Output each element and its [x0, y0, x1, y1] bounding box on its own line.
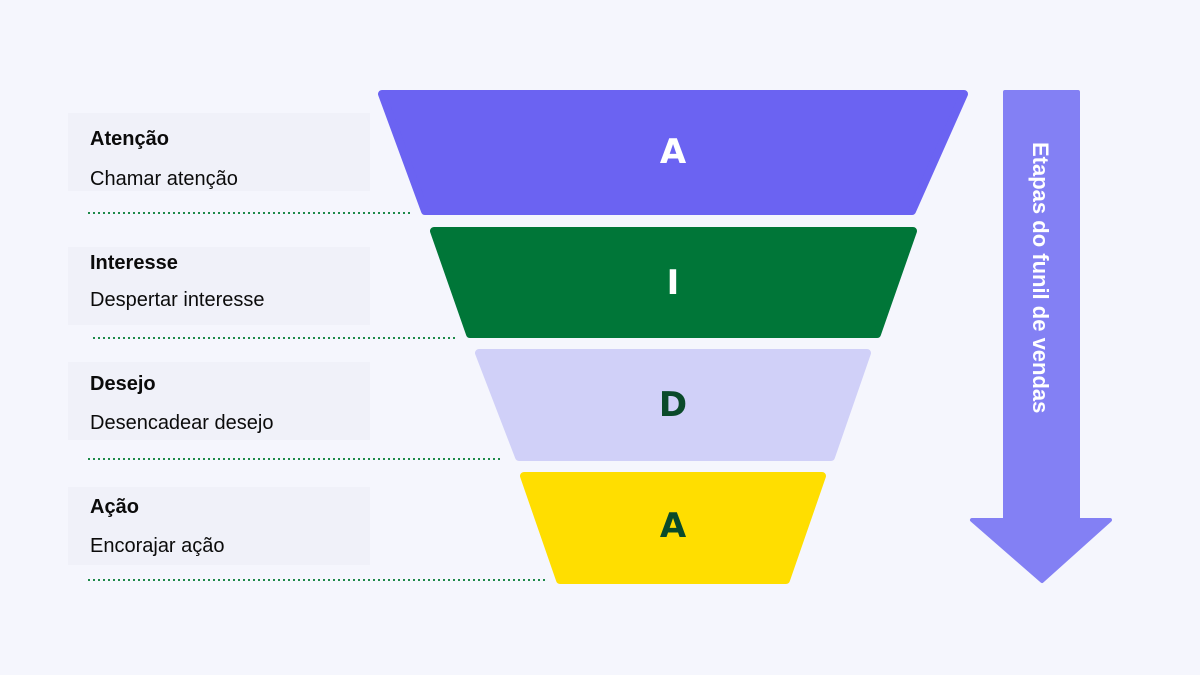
stage-description: Despertar interesse: [90, 289, 265, 311]
funnel-segment-action: [520, 472, 826, 584]
stage-title: Interesse: [90, 252, 178, 274]
stage-description: Chamar atenção: [90, 168, 238, 190]
stage-label-box-action: [68, 487, 370, 565]
stage-label-box-interest: [68, 247, 370, 325]
funnel-letter: A: [660, 132, 687, 172]
stage-label-box-desire: [68, 362, 370, 440]
stage-description: Desencadear desejo: [90, 412, 274, 434]
stage-title: Desejo: [90, 373, 156, 395]
stage-label-box-attention: [68, 113, 370, 191]
stage-description: Encorajar ação: [90, 535, 225, 557]
stage-title: Atenção: [90, 128, 169, 150]
funnel-letter: A: [660, 506, 687, 546]
funnel-segment-attention: [378, 90, 968, 215]
arrow-label: Etapas do funil de vendas: [1028, 142, 1053, 413]
stage-title: Ação: [90, 496, 139, 518]
down-arrow-icon: [970, 90, 1112, 583]
funnel-letter: D: [659, 385, 687, 425]
funnel-segment-interest: [430, 227, 917, 338]
funnel-segment-desire: [475, 349, 871, 461]
funnel-letter: I: [667, 263, 680, 303]
